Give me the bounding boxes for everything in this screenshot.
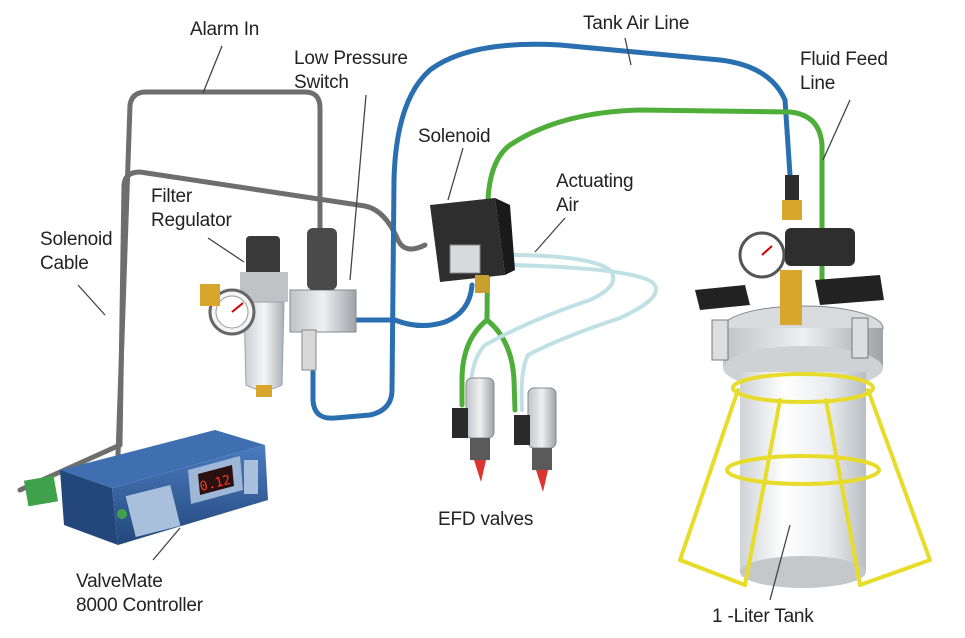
label-alarm-in: Alarm In <box>190 19 260 40</box>
actuating-air-lines <box>468 253 658 412</box>
label-solenoid: Solenoid <box>418 126 491 147</box>
label-valvemate-controller: ValveMate 8000 Controller <box>76 571 203 616</box>
alarm-in-cable <box>115 89 323 458</box>
filter-regulator <box>200 236 288 397</box>
low-pressure-switch <box>289 228 357 371</box>
solenoid-valve <box>430 198 515 293</box>
label-one-liter-tank: 1 -Liter Tank <box>712 606 814 627</box>
efd-valve-left <box>452 377 495 482</box>
tank-air-line <box>310 41 793 421</box>
leader-lines <box>77 37 851 601</box>
label-low-pressure-switch: Low Pressure Switch <box>294 48 408 93</box>
label-efd-valves: EFD valves <box>438 509 534 530</box>
label-tank-air-line: Tank Air Line <box>583 13 690 34</box>
label-filter-regulator: Filter Regulator <box>151 186 232 231</box>
valvemate-controller: 0.12 <box>23 430 268 545</box>
controller-readout: 0.12 <box>198 473 232 495</box>
tank-stand <box>678 372 932 587</box>
tank <box>695 175 884 588</box>
label-solenoid-cable: Solenoid Cable <box>40 229 113 274</box>
label-actuating-air: Actuating Air <box>556 171 634 216</box>
efd-valve-right <box>514 387 557 492</box>
fluid-feed-line <box>459 107 825 413</box>
solenoid-cable <box>17 169 428 493</box>
label-fluid-feed-line: Fluid Feed Line <box>800 49 888 94</box>
